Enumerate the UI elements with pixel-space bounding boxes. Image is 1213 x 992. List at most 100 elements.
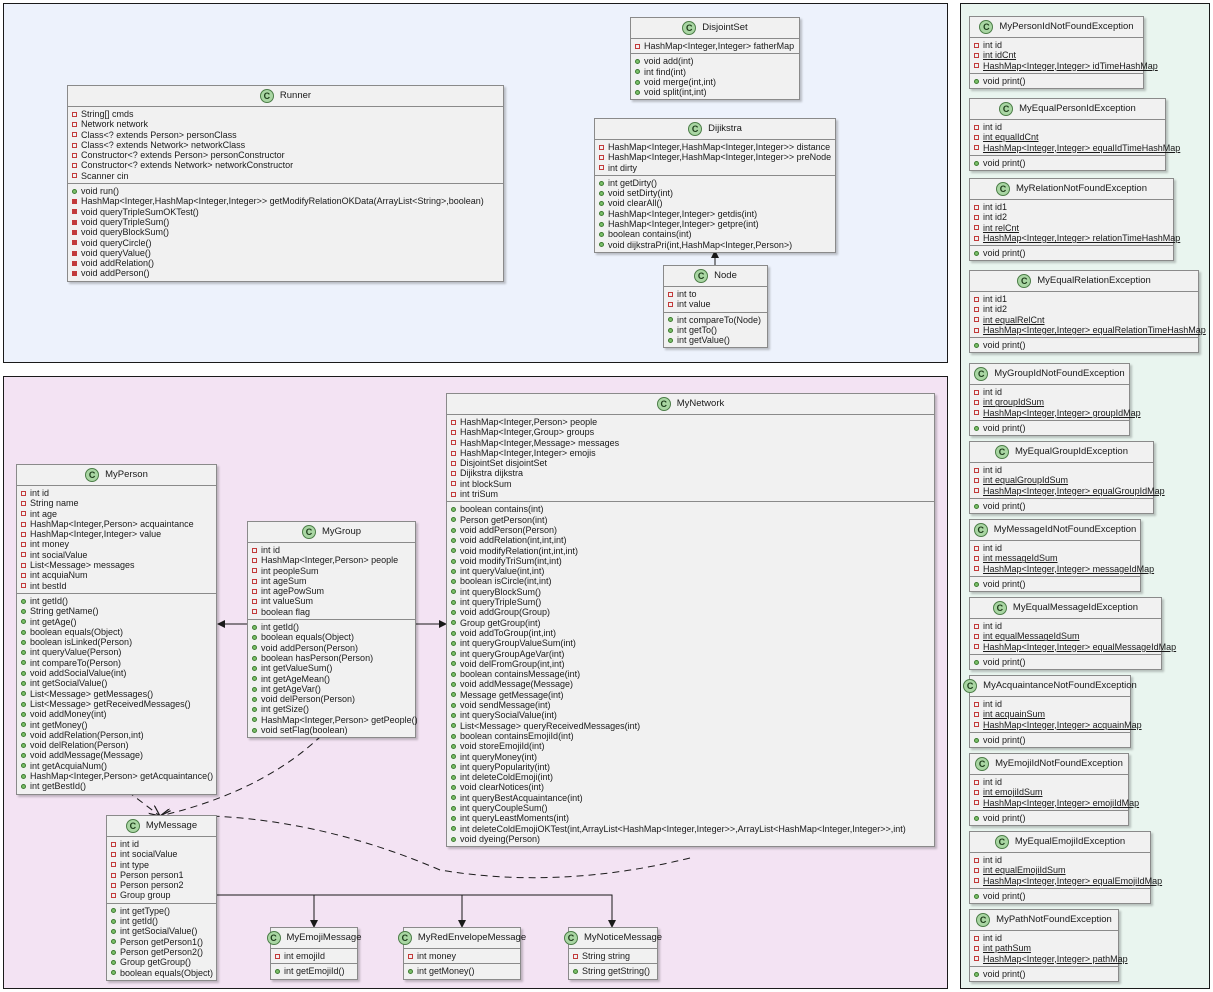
public-visibility-icon: [21, 639, 26, 645]
class-field: int id2: [974, 304, 1194, 314]
class-field: int equalIdCnt: [974, 132, 1161, 142]
private-visibility-icon: [974, 644, 979, 650]
field-text: HashMap<Integer,Integer> equalGroupIdMap: [983, 485, 1165, 496]
method-text: int queryBlockSum(): [460, 586, 542, 597]
private-visibility-icon: [974, 145, 979, 151]
private-visibility-icon: [72, 209, 77, 215]
class-field: HashMap<Integer,Integer> idTimeHashMap: [974, 61, 1158, 71]
private-visibility-icon: [635, 43, 640, 49]
class-method: List<Message> getMessages(): [21, 689, 212, 699]
private-visibility-icon: [72, 219, 77, 225]
method-text: int deleteColdEmoji(int): [460, 772, 554, 783]
class-icon: C: [397, 931, 412, 945]
class-method: int getSize(): [252, 704, 411, 714]
class-field: int id: [974, 387, 1125, 397]
class-field: int id: [974, 621, 1157, 631]
public-visibility-icon: [451, 548, 456, 554]
field-text: HashMap<Integer,Integer> equalRelationTi…: [983, 324, 1206, 335]
private-visibility-icon: [974, 389, 979, 395]
public-visibility-icon: [635, 89, 640, 95]
field-text: Group group: [120, 890, 171, 901]
class-field: HashMap<Integer,Integer> equalIdTimeHash…: [974, 143, 1180, 153]
method-text: HashMap<Integer,Person> getAcquaintance(…: [30, 771, 214, 782]
method-text: Person getPerson2(): [120, 946, 204, 957]
class-field: Person person1: [111, 870, 212, 880]
class-method: void sendMessage(int): [451, 700, 930, 710]
public-visibility-icon: [974, 581, 979, 587]
private-visibility-icon: [21, 583, 26, 589]
class-field: int dirty: [599, 163, 831, 173]
public-visibility-icon: [451, 589, 456, 595]
class-method: void addRelation(): [72, 258, 499, 268]
method-text: boolean equals(Object): [120, 967, 214, 978]
class-method: void delRelation(Person): [21, 740, 212, 750]
method-text: int getId(): [120, 916, 159, 927]
method-text: void clearNotices(int): [460, 782, 545, 793]
class-method: void print(): [974, 657, 1157, 667]
field-text: int groupIdSum: [983, 397, 1045, 408]
field-text: int id: [30, 488, 50, 498]
class-method: void merge(int,int): [635, 77, 795, 87]
method-text: Person getPerson(int): [460, 514, 548, 525]
method-text: HashMap<Integer,HashMap<Integer,Integer>…: [81, 196, 484, 207]
private-visibility-icon: [72, 132, 77, 138]
field-text: int id: [983, 621, 1003, 631]
public-visibility-icon: [974, 425, 979, 431]
private-visibility-icon: [21, 562, 26, 568]
class-field: int acquainSum: [974, 709, 1126, 719]
class-field: int emojiId: [275, 951, 353, 961]
public-visibility-icon: [275, 968, 280, 974]
class-method: int getSocialValue(): [21, 678, 212, 688]
public-visibility-icon: [974, 503, 979, 509]
public-visibility-icon: [451, 609, 456, 615]
public-visibility-icon: [451, 702, 456, 708]
class-method: int compareTo(Person): [21, 658, 212, 668]
field-text: int id: [983, 40, 1003, 50]
private-visibility-icon: [111, 841, 116, 847]
method-text: void addMessage(Message): [460, 679, 574, 690]
method-text: void addToGroup(int,int): [460, 627, 557, 638]
class-method: int getValueSum(): [252, 663, 411, 673]
class-method: Person getPerson1(): [111, 937, 212, 947]
field-text: HashMap<Integer,Integer> value: [30, 529, 162, 540]
method-text: int getId(): [30, 595, 69, 606]
private-visibility-icon: [72, 111, 77, 117]
method-text: int queryLeastMoments(int): [460, 813, 570, 824]
private-visibility-icon: [974, 204, 979, 210]
public-visibility-icon: [451, 743, 456, 749]
class-field: int id: [974, 855, 1146, 865]
class-icon: C: [994, 445, 1009, 459]
class-field: int id: [974, 777, 1124, 787]
method-text: void print(): [983, 812, 1026, 823]
public-visibility-icon: [573, 968, 578, 974]
class-method: void addMoney(int): [21, 709, 212, 719]
class-field: int equalEmojiIdSum: [974, 865, 1146, 875]
class-field: int valueSum: [252, 596, 411, 606]
